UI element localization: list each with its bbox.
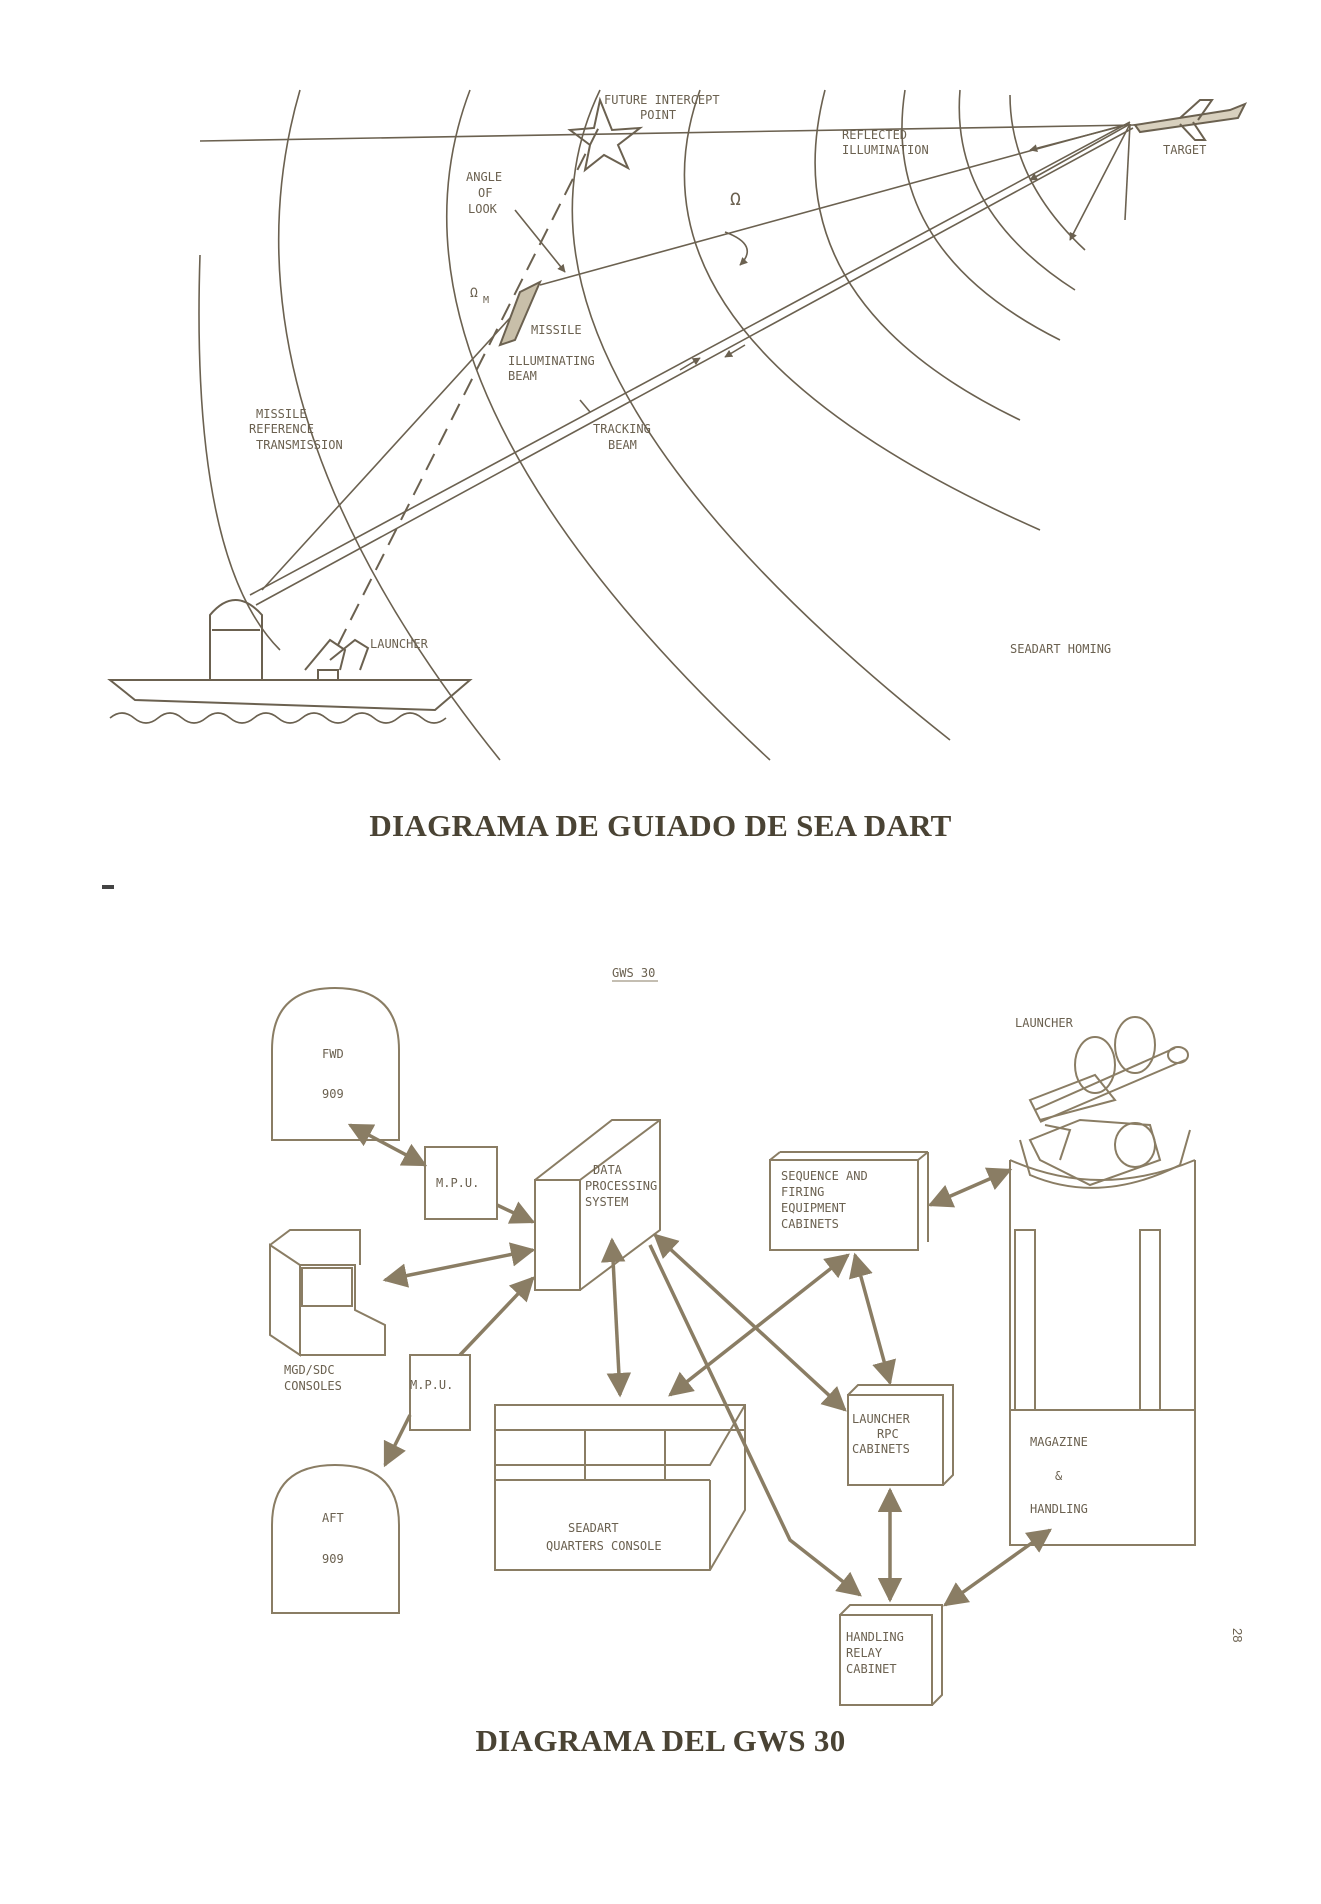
mgd-sdc-consoles [269,1229,386,1357]
page-number: 28 [1230,1628,1245,1643]
reflected-label-2: ILLUMINATION [842,143,929,157]
relay-label-2: RELAY [846,1646,883,1660]
sequence-label-3: EQUIPMENT [781,1201,846,1215]
reflected-label: REFLECTED [842,128,907,142]
illuminating-label: ILLUMINATING [508,354,595,368]
launcher-gws-label: LAUNCHER [1015,1016,1074,1030]
launcher-label: LAUNCHER [370,637,429,651]
magazine-label-2: & [1055,1469,1063,1483]
sea-waves [109,712,447,724]
magazine-handling [1009,1160,1196,1546]
dps-label-3: SYSTEM [585,1195,628,1209]
seadart-homing-label: SEADART HOMING [1010,642,1111,656]
missile-ref-label-2: REFERENCE [249,422,314,436]
intercept-star [567,96,644,173]
caption-sea-dart-guidance: DIAGRAMA DE GUIADO DE SEA DART [369,808,952,843]
link-console-dps [382,1242,536,1288]
mpu-2-label: M.P.U. [410,1378,453,1392]
reflected-rays [1029,123,1131,241]
handling-relay-cabinet [839,1614,933,1706]
rpc-label: LAUNCHER [852,1412,911,1426]
magazine-label-3: HANDLING [1030,1502,1088,1516]
link-mpu2-dps [458,1276,535,1357]
link-dps-relay [648,1244,862,1597]
omega-m-label: Ω [470,286,478,301]
aft-909-radar [271,1463,400,1614]
link-mpu2-aft [383,1414,412,1468]
quarters-label: SEADART [568,1521,619,1535]
fwd-label: FWD [322,1047,344,1061]
sequence-label-4: CABINETS [781,1217,839,1231]
angle-label: ANGLE [466,170,502,184]
illuminating-label-2: BEAM [508,369,537,383]
link-mpu-dps [496,1201,536,1224]
mpu-box-1 [424,1146,498,1220]
missile-label: MISSILE [531,323,582,337]
relay-label-3: CABINET [846,1662,897,1676]
aft-label: AFT [322,1511,344,1525]
link-seq-launcher [927,1167,1013,1208]
omega-label: Ω [730,189,741,210]
missile-body [498,279,543,347]
gws30-diagram [269,980,1196,1706]
quarters-label-2: QUARTERS CONSOLE [546,1539,662,1553]
missile-ref-label-3: TRANSMISSION [256,438,343,452]
scan-mark [102,885,114,889]
radar-arcs [198,89,1086,761]
dps-label-2: PROCESSING [585,1179,657,1193]
tracking-beam [249,121,1134,606]
link-fwd-mpu [347,1123,428,1167]
future-intercept-label: FUTURE INTERCEPT [604,93,720,107]
sequence-label: SEQUENCE AND [781,1169,868,1183]
omega-arc [724,231,749,266]
consoles-label-2: CONSOLES [284,1379,342,1393]
missile-trajectory [337,124,601,646]
target-aircraft [1133,99,1248,141]
future-intercept-label-2: POINT [640,108,676,122]
homing-diagram [107,89,1248,761]
gws-connections [347,1123,1052,1607]
gws-labels: GWS 30 FWD 909 AFT 909 M.P.U. M.P.U. MGD… [284,966,1088,1676]
missile-ref-label: MISSILE [256,407,307,421]
mpu-box-2 [409,1354,471,1431]
fwd-909-radar [271,986,400,1141]
illuminating-beam-line [261,317,511,591]
caption-gws30: DIAGRAMA DEL GWS 30 [475,1723,846,1758]
link-magazine-relay [943,1528,1052,1607]
link-seq-rpc [848,1252,897,1386]
tracking-label: TRACKING [593,422,651,436]
sequence-label-2: FIRING [781,1185,824,1199]
angle-label-3: LOOK [468,202,498,216]
target-label: TARGET [1163,143,1206,157]
seadart-quarters-console [494,1404,746,1571]
relay-label: HANDLING [846,1630,904,1644]
angle-of-look-pointer [514,209,566,273]
aft-number: 909 [322,1552,344,1566]
target-horizon-line [199,124,1136,142]
omega-m-sub-label: M [483,295,489,306]
link-seq-quarters [668,1253,850,1397]
tracking-label-2: BEAM [608,438,637,452]
ship [107,599,473,712]
mpu-1-label: M.P.U. [436,1176,479,1190]
dps-label: DATA [593,1163,623,1177]
fwd-number: 909 [322,1087,344,1101]
consoles-label: MGD/SDC [284,1363,335,1377]
rpc-label-3: CABINETS [852,1442,910,1456]
homing-labels: FUTURE INTERCEPT POINT REFLECTED ILLUMIN… [249,93,1206,656]
gws-title: GWS 30 [612,966,655,980]
angle-label-2: OF [478,186,492,200]
launcher-rpc-cabinets [847,1394,944,1486]
magazine-label: MAGAZINE [1030,1435,1088,1449]
launcher-turret [1009,1016,1196,1189]
link-dps-quarters [600,1237,632,1398]
rpc-label-2: RPC [877,1427,899,1441]
